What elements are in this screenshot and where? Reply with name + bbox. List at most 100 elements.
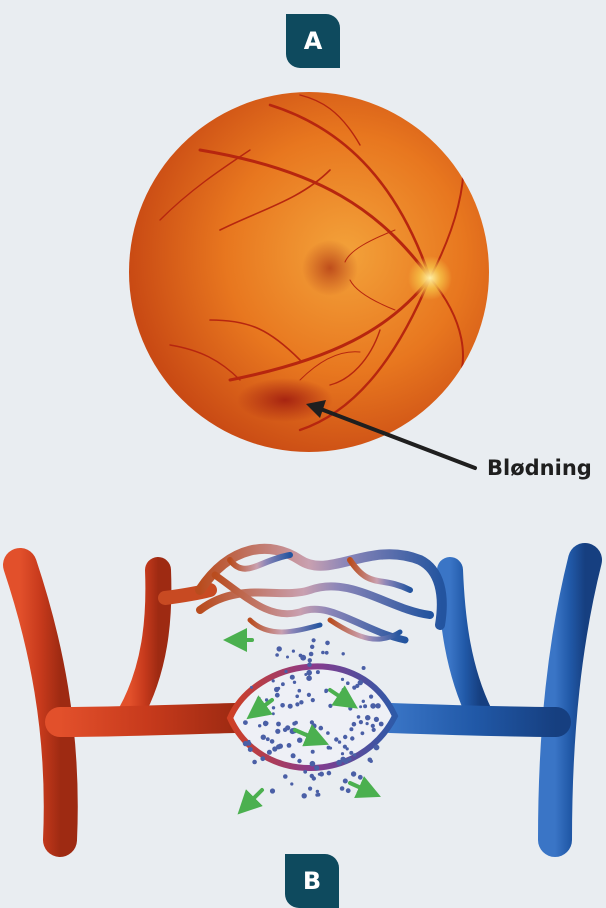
particle <box>341 752 344 755</box>
particle <box>304 673 307 676</box>
particle <box>299 700 303 704</box>
particle <box>276 722 281 727</box>
particle <box>275 729 280 734</box>
particle <box>317 793 321 797</box>
particle <box>369 695 373 699</box>
particle <box>248 747 253 752</box>
particle <box>369 759 373 763</box>
particle <box>363 704 367 708</box>
particle <box>315 766 319 770</box>
particle <box>374 745 380 751</box>
particle <box>290 675 295 680</box>
particle <box>270 739 275 744</box>
particle <box>309 652 314 657</box>
particle <box>341 678 344 681</box>
particle <box>375 703 380 708</box>
particle <box>283 728 287 732</box>
particle <box>311 698 315 702</box>
particle <box>272 746 277 751</box>
particle <box>358 775 363 780</box>
particle <box>350 736 354 740</box>
particle <box>277 687 280 690</box>
particle <box>277 646 282 651</box>
particle <box>310 645 314 649</box>
particle <box>370 703 376 709</box>
particle <box>338 740 341 743</box>
particle <box>348 706 352 710</box>
capillary-network <box>200 549 442 640</box>
particle <box>352 722 357 727</box>
particle <box>366 722 369 725</box>
particle <box>311 750 315 754</box>
particle <box>308 658 312 662</box>
particle <box>297 759 301 763</box>
particle <box>250 686 253 689</box>
particle <box>292 722 296 726</box>
particle <box>357 715 361 719</box>
particle <box>349 751 353 755</box>
particle <box>328 704 332 708</box>
particle <box>346 788 351 793</box>
particle <box>243 720 248 725</box>
hemorrhage-label: Blødning <box>487 456 592 480</box>
particle <box>346 747 349 750</box>
particle <box>295 702 299 706</box>
particle <box>306 675 312 681</box>
particle <box>358 680 363 685</box>
particle <box>295 695 299 699</box>
particle <box>266 737 270 741</box>
particle <box>334 737 338 741</box>
particle <box>293 681 296 684</box>
particle <box>340 786 345 791</box>
particle <box>300 655 306 661</box>
particle <box>327 746 331 750</box>
panel-b-badge: B <box>285 854 339 908</box>
particle <box>325 651 329 655</box>
particle <box>272 679 275 682</box>
particle <box>302 793 307 798</box>
particle <box>343 735 347 739</box>
particle <box>349 727 353 731</box>
particle <box>280 703 285 708</box>
particle <box>292 650 295 653</box>
particle <box>252 760 257 765</box>
particle <box>261 735 266 740</box>
particle <box>260 756 265 761</box>
particle <box>291 753 296 758</box>
particle <box>270 788 275 793</box>
particle <box>372 728 376 732</box>
particle <box>310 720 314 724</box>
particle <box>379 722 384 727</box>
particle <box>321 651 325 655</box>
particle <box>343 779 348 784</box>
particle <box>307 662 312 667</box>
particle <box>275 653 279 657</box>
particle <box>288 704 293 709</box>
particle <box>267 750 272 755</box>
particle <box>351 771 356 776</box>
particle <box>275 693 280 698</box>
optic-disc <box>408 256 452 300</box>
particle <box>361 731 365 735</box>
particle <box>374 717 379 722</box>
particle <box>287 743 292 748</box>
particle <box>327 771 332 776</box>
vein <box>390 560 585 840</box>
particle <box>316 670 320 674</box>
particle <box>316 790 319 793</box>
particle <box>310 761 316 767</box>
macula <box>302 240 358 296</box>
particle <box>298 689 302 693</box>
particle <box>362 666 366 670</box>
particle <box>263 721 268 726</box>
particle <box>272 712 275 715</box>
particle <box>272 706 275 709</box>
particle <box>290 782 293 785</box>
particle <box>346 681 350 685</box>
retina-fundus <box>129 92 489 452</box>
particle <box>342 652 345 655</box>
particle <box>297 738 302 743</box>
particle <box>257 697 261 701</box>
particle <box>310 774 314 778</box>
